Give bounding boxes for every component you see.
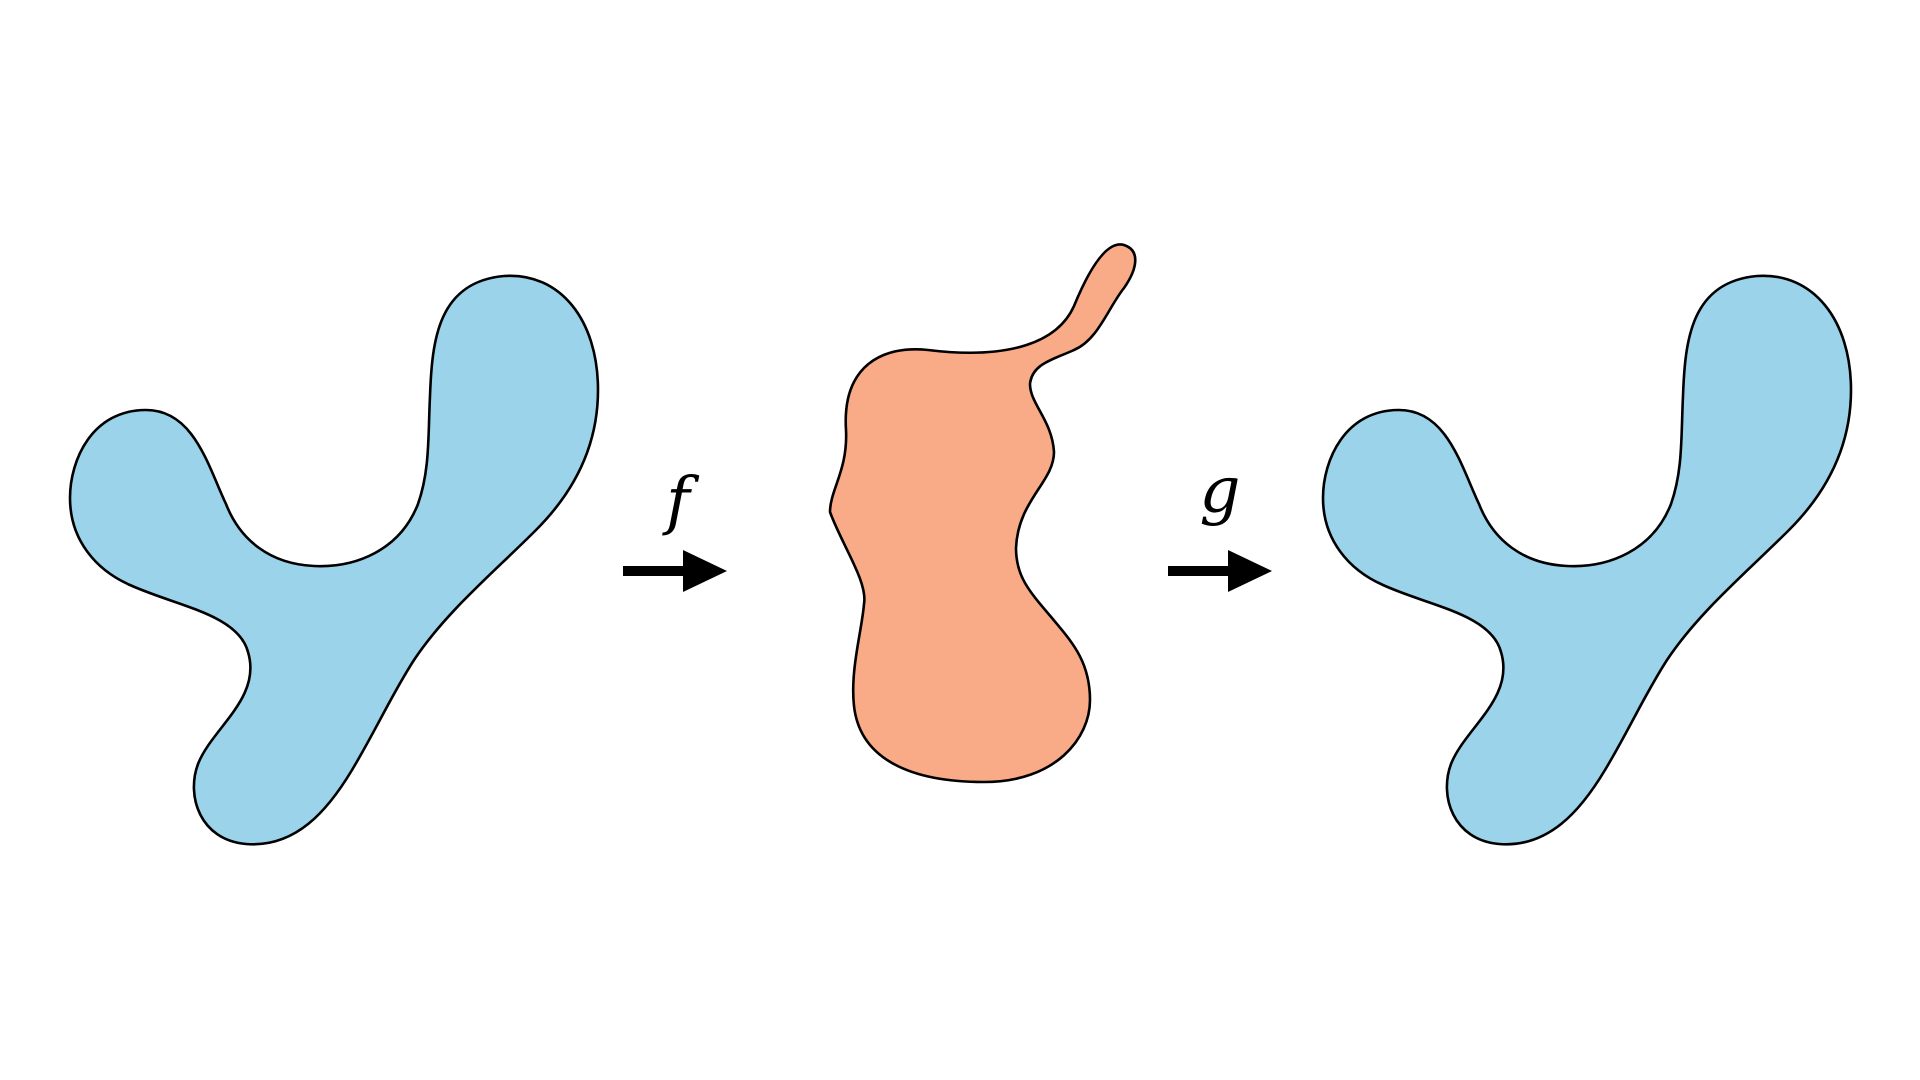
map-f-label: f — [662, 464, 700, 538]
result-shape — [1321, 274, 1853, 846]
map-f-arrow — [623, 550, 727, 592]
map-g-arrow — [1168, 550, 1272, 592]
domain-shape — [68, 274, 600, 846]
arrow-shaft — [1168, 566, 1236, 576]
map-g-label: g — [1200, 454, 1241, 528]
arrow-head-icon — [683, 550, 727, 592]
arrow-head-icon — [1228, 550, 1272, 592]
result-shape-group — [1321, 274, 1853, 846]
arrow-shaft — [623, 566, 691, 576]
intermediate-shape — [828, 243, 1137, 784]
